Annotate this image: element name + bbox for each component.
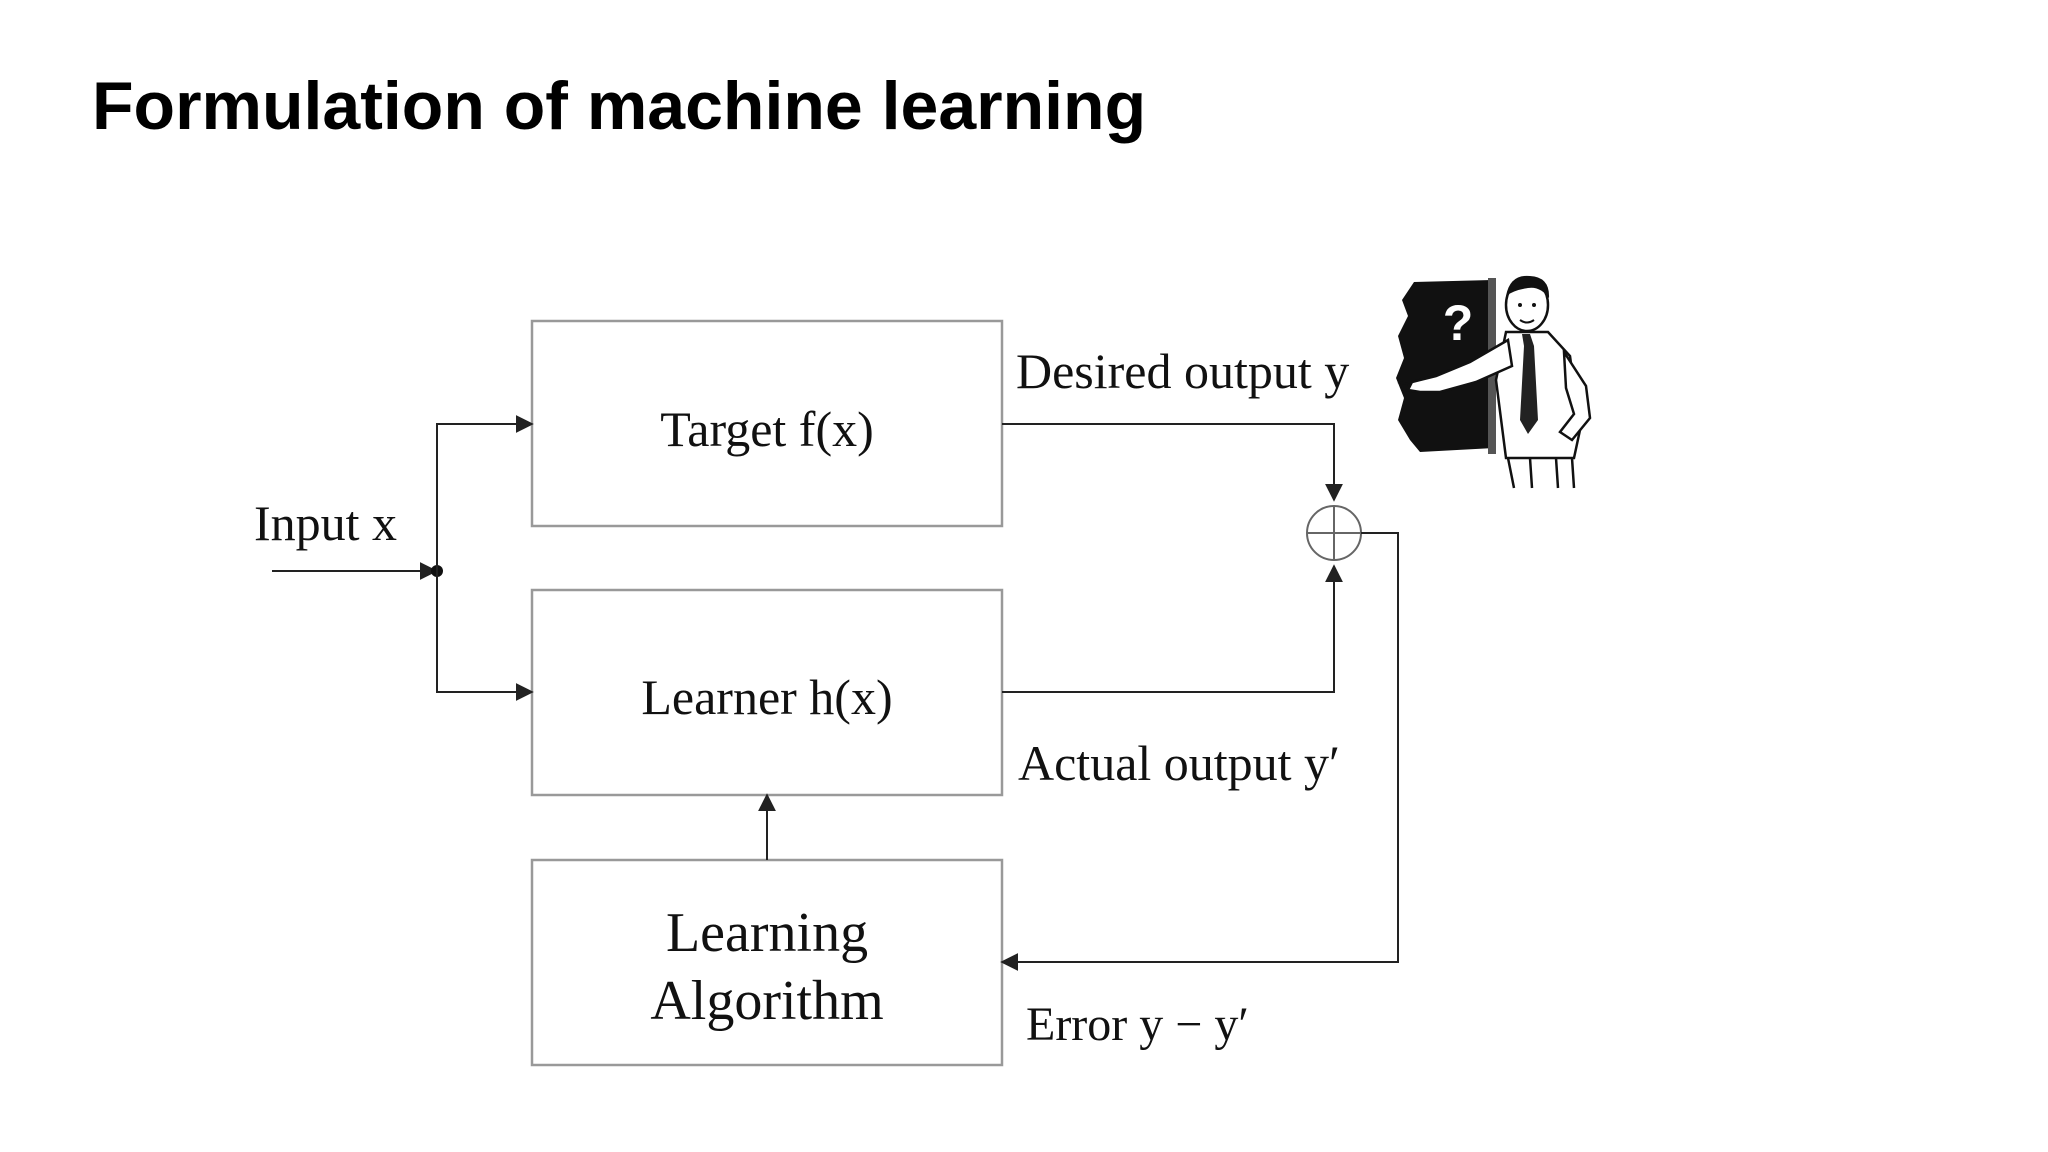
teacher-pointing-arm: [1406, 338, 1514, 394]
actual-output-label: Actual output y′: [1018, 735, 1340, 791]
summing-junction-icon: [1306, 505, 1362, 561]
desired-output-label: Desired output y: [1016, 343, 1349, 399]
teacher-shirt: [1494, 330, 1582, 460]
learner-box-label: Learner h(x): [641, 669, 892, 725]
actual-output-line: [1002, 564, 1343, 693]
learner-box: [530, 588, 1004, 797]
teacher-legs: [1506, 457, 1576, 489]
board-question-mark: ?: [1443, 295, 1474, 351]
algorithm-box-label-line1: Learning: [666, 902, 868, 964]
blackboard: [1396, 280, 1494, 452]
target-box-label: Target f(x): [660, 401, 874, 457]
slide-title: Formulation of machine learning: [92, 68, 1147, 144]
teacher-other-arm: [1558, 347, 1592, 442]
algorithm-box-label-line2: Algorithm: [650, 970, 883, 1032]
input-to-target-arrow: [436, 415, 534, 571]
error-label: Error y − y′: [1026, 998, 1249, 1051]
target-box: [530, 319, 1004, 528]
error-feedback-line: [1000, 532, 1399, 971]
teacher-illustration-icon: ?: [1396, 275, 1592, 489]
learning-algorithm-box: [530, 858, 1004, 1067]
input-label: Input x: [254, 495, 397, 551]
teacher-tie: [1520, 334, 1538, 434]
desired-output-line: [1002, 423, 1343, 502]
input-to-learner-arrow: [436, 571, 534, 701]
